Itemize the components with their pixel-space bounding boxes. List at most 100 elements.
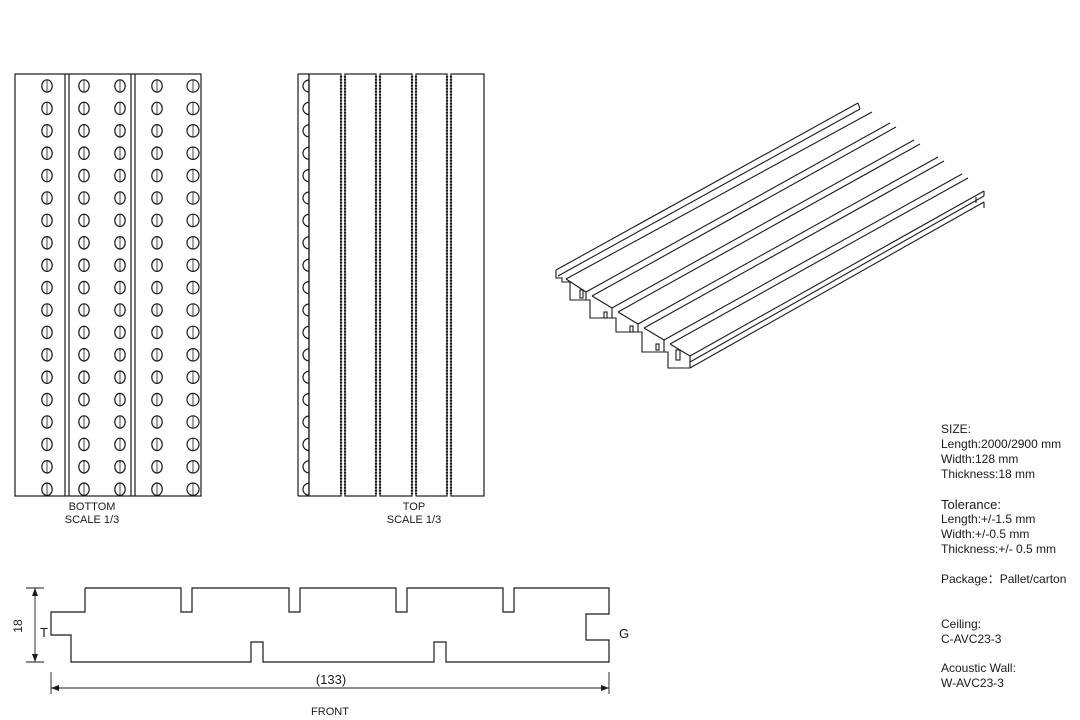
perforation-hole xyxy=(41,258,53,272)
perforation-hole xyxy=(114,213,126,228)
bottom-view xyxy=(14,73,202,497)
edge-bump xyxy=(302,191,310,205)
slot-edge-serrations xyxy=(302,76,453,496)
bottom-view-label: BOTTOM SCALE 1/3 xyxy=(32,501,152,527)
perforation-holes xyxy=(41,79,200,496)
edge-bump xyxy=(302,236,310,250)
top-view-scale: SCALE 1/3 xyxy=(386,514,442,526)
perforation-hole xyxy=(41,124,53,138)
perforation-hole xyxy=(114,325,126,340)
groove-label: G xyxy=(619,626,629,641)
perforation-hole xyxy=(41,101,53,116)
perforation-hole xyxy=(151,370,163,384)
perforation-hole xyxy=(114,415,126,429)
thickness-dimension-label: 18 xyxy=(11,619,25,633)
perforation-hole xyxy=(186,258,200,272)
edge-bump xyxy=(302,393,310,407)
tolerance-length: Length:+/-1.5 mm xyxy=(941,512,1036,526)
perforation-hole xyxy=(114,280,126,295)
front-view-label: FRONT xyxy=(270,706,390,719)
perforation-hole xyxy=(151,168,163,183)
package-info: Package：Pallet/carton xyxy=(941,572,1067,586)
perforation-hole xyxy=(186,347,200,362)
perforation-hole xyxy=(114,392,126,407)
size-length: Length:2000/2900 mm xyxy=(941,437,1062,451)
edge-bump xyxy=(302,325,310,339)
perforation-hole xyxy=(78,459,90,474)
perforation-hole xyxy=(41,146,53,160)
perforation-hole xyxy=(186,236,200,250)
tolerance-width: Width:+/-0.5 mm xyxy=(941,527,1030,541)
perforation-hole xyxy=(114,124,126,138)
perforation-hole xyxy=(114,482,126,496)
edge-bump xyxy=(302,482,310,496)
edge-bump xyxy=(302,146,310,160)
perforation-hole xyxy=(186,482,200,496)
perforation-hole xyxy=(151,79,163,93)
edge-bump xyxy=(302,169,310,183)
perforation-hole xyxy=(41,415,53,429)
perforation-hole xyxy=(78,191,90,205)
perforation-hole xyxy=(114,258,126,272)
perforation-hole xyxy=(186,370,200,384)
perforation-hole xyxy=(151,146,163,160)
perforation-hole xyxy=(78,258,90,272)
perforation-hole xyxy=(186,303,200,317)
perforation-hole xyxy=(41,325,53,340)
perforation-hole xyxy=(41,437,53,452)
wall-code: W-AVC23-3 xyxy=(941,676,1004,690)
perforation-hole xyxy=(41,459,53,474)
edge-bump xyxy=(302,348,310,362)
edge-bump xyxy=(302,303,310,317)
perforation-hole xyxy=(78,437,90,452)
perforation-hole xyxy=(151,437,163,452)
perforation-hole xyxy=(41,303,53,317)
perforation-hole xyxy=(114,236,126,250)
perforation-hole xyxy=(186,392,200,407)
perforation-hole xyxy=(114,437,126,452)
front-view xyxy=(26,587,610,694)
edge-bump xyxy=(302,460,310,474)
perforation-hole xyxy=(114,79,126,93)
perforation-hole xyxy=(41,347,53,362)
perforation-hole xyxy=(78,303,90,317)
edge-bump xyxy=(302,258,310,272)
perforation-hole xyxy=(186,415,200,429)
size-heading: SIZE: xyxy=(941,422,972,436)
perforation-hole xyxy=(78,79,90,93)
wall-heading: Acoustic Wall: xyxy=(941,661,1016,675)
perforation-hole xyxy=(151,236,163,250)
bottom-view-name: BOTTOM xyxy=(68,501,116,513)
perforation-hole xyxy=(186,168,200,183)
perforation-hole xyxy=(186,101,200,116)
perforation-hole xyxy=(41,213,53,228)
perforation-hole xyxy=(151,482,163,496)
perforation-hole xyxy=(186,459,200,474)
perforation-hole xyxy=(78,146,90,160)
ceiling-code: C-AVC23-3 xyxy=(941,632,1002,646)
perforation-hole xyxy=(41,280,53,295)
size-thickness: Thickness:18 mm xyxy=(941,467,1036,481)
tongue-label: T xyxy=(40,625,48,640)
perforation-hole xyxy=(41,392,53,407)
perforation-hole xyxy=(151,415,163,429)
ceiling-heading: Ceiling: xyxy=(941,617,982,631)
perforation-hole xyxy=(78,101,90,116)
width-dimension-label: (133) xyxy=(316,672,346,687)
perforation-hole xyxy=(41,370,53,384)
perforation-hole xyxy=(41,482,53,496)
perforation-hole xyxy=(114,168,126,183)
edge-bump xyxy=(302,213,310,227)
perforation-hole xyxy=(151,258,163,272)
perforation-hole xyxy=(186,213,200,228)
top-view-label: TOP SCALE 1/3 xyxy=(354,501,474,527)
tolerance-heading: Tolerance: xyxy=(941,497,1001,512)
perforation-hole xyxy=(186,280,200,295)
perforation-hole xyxy=(114,303,126,317)
perforation-hole xyxy=(186,325,200,340)
perforation-hole xyxy=(78,280,90,295)
perforation-hole xyxy=(151,280,163,295)
perforation-hole xyxy=(114,191,126,205)
perforation-hole xyxy=(186,437,200,452)
